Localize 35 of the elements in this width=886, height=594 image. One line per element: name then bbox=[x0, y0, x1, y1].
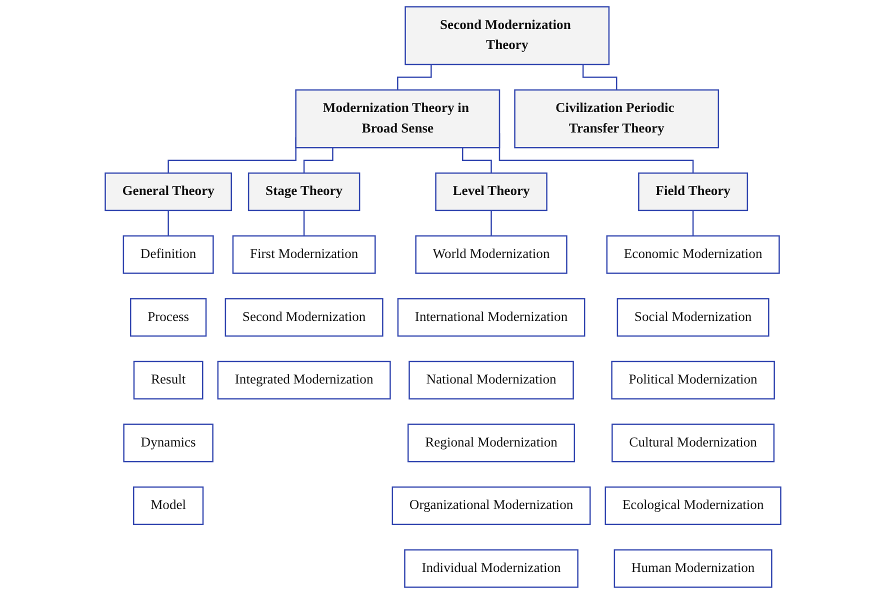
node-box: Modernization Theory in Broad Sense bbox=[295, 89, 500, 148]
node-box: World Modernization bbox=[415, 235, 568, 274]
node-box: Regional Modernization bbox=[407, 424, 576, 462]
node-box: Level Theory bbox=[435, 172, 548, 212]
node-box: Definition bbox=[122, 235, 214, 274]
node-box: Stage Theory bbox=[248, 172, 360, 212]
node-box: Individual Modernization bbox=[404, 549, 578, 588]
connector bbox=[490, 210, 492, 237]
node-box: Second Modernization Theory bbox=[404, 6, 610, 66]
node-box: First Modernization bbox=[232, 235, 376, 274]
node-box: Human Modernization bbox=[614, 549, 772, 588]
connector bbox=[692, 210, 694, 237]
node-box: Model bbox=[132, 486, 204, 526]
node-box: Process bbox=[130, 298, 207, 337]
node-box: Social Modernization bbox=[616, 298, 770, 337]
node-box: Political Modernization bbox=[611, 360, 775, 400]
connector bbox=[462, 148, 492, 174]
node-box: Ecological Modernization bbox=[604, 486, 782, 526]
node-box: Integrated Modernization bbox=[217, 360, 391, 400]
node-box: General Theory bbox=[104, 172, 232, 212]
connector bbox=[168, 210, 169, 237]
node-box: Organizational Modernization bbox=[392, 486, 591, 526]
node-box: National Modernization bbox=[408, 360, 574, 400]
node-box: Economic Modernization bbox=[606, 235, 780, 274]
connector bbox=[582, 64, 618, 91]
node-box: Second Modernization bbox=[224, 298, 384, 337]
node-box: Civilization Periodic Transfer Theory bbox=[514, 89, 720, 148]
connector bbox=[303, 210, 305, 237]
node-box: Dynamics bbox=[123, 424, 214, 462]
connector bbox=[303, 148, 334, 174]
node-box: Cultural Modernization bbox=[612, 424, 775, 462]
node-box: Result bbox=[133, 360, 204, 400]
node-box: International Modernization bbox=[397, 298, 586, 337]
node-box: Field Theory bbox=[638, 172, 748, 212]
connector bbox=[397, 64, 432, 91]
